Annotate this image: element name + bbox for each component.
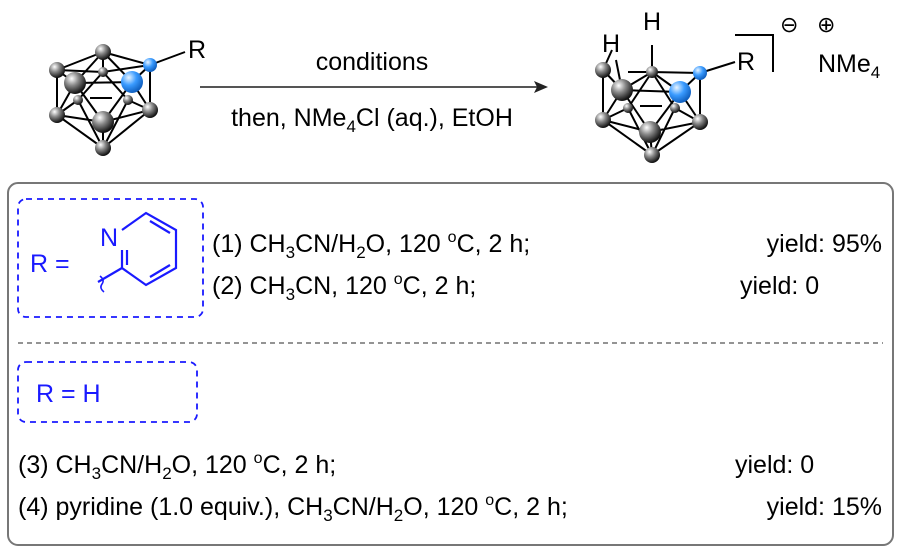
product-h-label-2: H xyxy=(643,8,661,36)
r-group-label: R = xyxy=(30,250,70,278)
cation-charge: ⊕ xyxy=(817,12,835,37)
condition-row-4: (4) pyridine (1.0 equiv.), CH3CN/H2O, 12… xyxy=(18,492,882,525)
workup-conditions: then, NMe4Cl (aq.), EtOH xyxy=(231,104,513,136)
yield-value: yield: 15% xyxy=(767,493,882,521)
svg-text:(1) CH3CN/H2O, 120 oC, 2 h;: (1) CH3CN/H2O, 120 oC, 2 h; xyxy=(212,229,530,262)
conditions-table-box xyxy=(7,182,894,546)
yield-value: yield: 0 xyxy=(735,451,814,479)
svg-text:(4) pyridine (1.0 equiv.), CH3: (4) pyridine (1.0 equiv.), CH3CN/H2O, 12… xyxy=(18,492,568,525)
svg-text:(2) CH3CN, 120 oC, 2 h;: (2) CH3CN, 120 oC, 2 h; xyxy=(212,271,476,304)
reactant-atoms xyxy=(49,44,158,156)
reactant-r-label: R xyxy=(188,36,206,64)
condition-row-1: (1) CH3CN/H2O, 120 oC, 2 h; yield: 95% xyxy=(212,229,882,262)
cation-label: NMe4 xyxy=(818,50,880,82)
svg-text:(3) CH3CN/H2O, 120 oC, 2 h;: (3) CH3CN/H2O, 120 oC, 2 h; xyxy=(18,450,336,483)
h-r-group-box xyxy=(17,361,198,423)
reaction-arrow xyxy=(200,81,548,93)
pyridyl-r-group-box xyxy=(17,198,204,318)
pyridine-structure xyxy=(97,211,178,293)
product-atoms xyxy=(595,62,708,163)
condition-row-2: (2) CH3CN, 120 oC, 2 h; yield: 0 xyxy=(212,271,819,304)
yield-value: yield: 0 xyxy=(740,272,819,300)
condition-row-3: (3) CH3CN/H2O, 120 oC, 2 h; yield: 0 xyxy=(18,450,814,483)
r-group-label: R = H xyxy=(36,380,101,408)
product-h-label-1: H xyxy=(602,30,620,58)
pyridine-n-label: N xyxy=(100,224,118,252)
product-r-label: R xyxy=(737,48,755,76)
conditions-label: conditions xyxy=(316,48,429,76)
yield-value: yield: 95% xyxy=(767,230,882,258)
anion-charge: ⊖ xyxy=(780,12,798,37)
